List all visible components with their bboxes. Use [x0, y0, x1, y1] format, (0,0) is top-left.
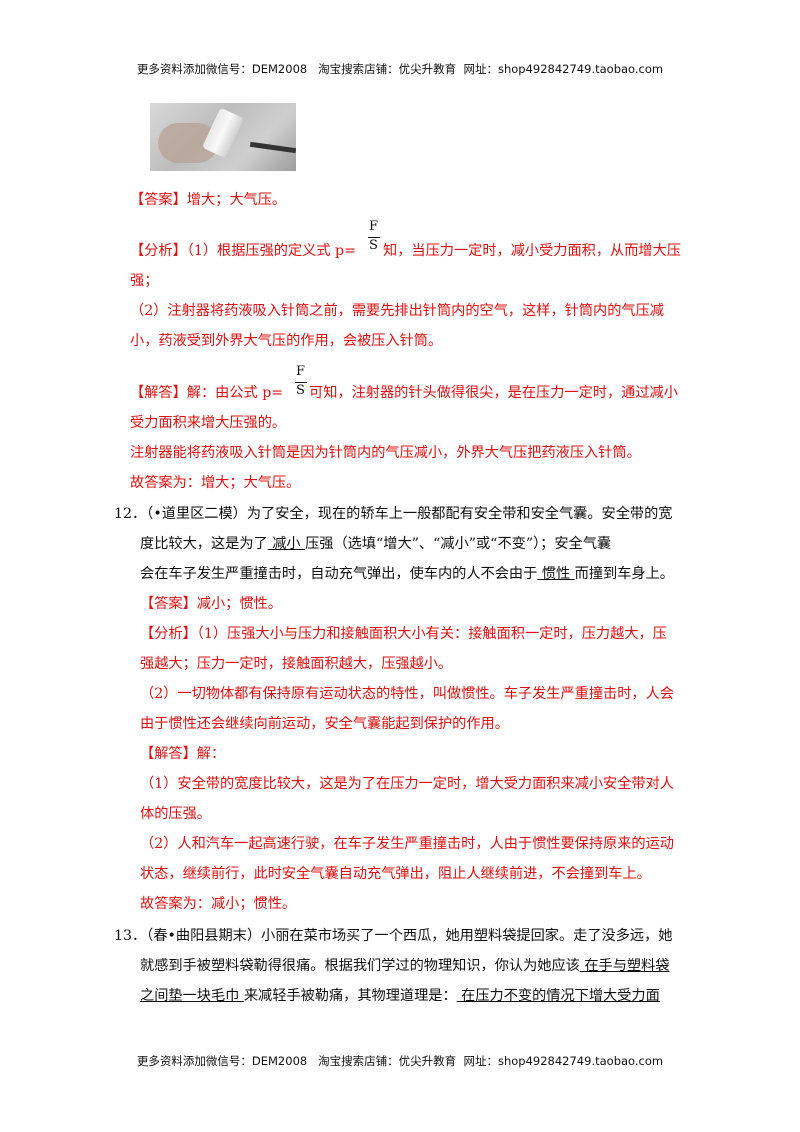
q12-question-line1: 12．（•道里区二模）为了安全，现在的轿车上一般都配有安全带和安全气囊。安全带的…	[114, 506, 673, 522]
q13-question-line2: 就感到手被塑料袋勒得很痛。根据我们学过的物理知识，你认为她应该 在手与塑料袋	[140, 956, 669, 976]
q11-analysis-1a: 【分析】（1）根据压强的定义式 p=	[130, 243, 357, 259]
q13-text: 来减轻手被勒痛，其物理道理是：	[243, 988, 457, 1004]
q12-question-line3: 会在车子发生严重撞击时，自动充气弹出，使车内的人不会由于 惯性 而撞到车身上。	[140, 564, 674, 584]
q12-final-answer: 故答案为：减小；惯性。	[140, 896, 297, 912]
page-header: 更多资料添加微信号：DEM2008 淘宝搜索店铺：优尖升教育 网址：shop49…	[136, 62, 664, 76]
q13-blank-2: 在压力不变的情况下增大受力面	[456, 988, 660, 1004]
q13-text: 就感到手被塑料袋勒得很痛。根据我们学过的物理知识，你认为她应该	[140, 958, 580, 974]
fraction-bar	[368, 237, 380, 238]
q11-solution-1c: 受力面积来增大压强的。	[130, 415, 287, 431]
q11-analysis-1b: 知，当压力一定时，减小受力面积，从而增大压	[383, 243, 681, 259]
q12-analysis-2: 强越大；压力一定时，接触面积越大，压强越小。	[140, 656, 453, 672]
q12-solution-1: （1）安全带的宽度比较大，这是为了在压力一定时，增大受力面积来减小安全带对人	[140, 776, 674, 792]
q13-blank-1a: 在手与塑料袋	[579, 958, 670, 974]
q12-solution-4: 状态，继续前行，此时安全气囊自动充气弹出，阻止人继续前进，不会撞到车上。	[140, 866, 651, 882]
fraction-numerator: F	[296, 364, 306, 379]
q12-text: 会在车子发生严重撞击时，自动充气弹出，使车内的人不会由于	[140, 566, 538, 582]
q12-blank-1: 减小	[267, 536, 306, 552]
q12-text: 而撞到车身上。	[574, 566, 674, 582]
q11-solution-2: 注射器能将药液吸入针筒是因为针筒内的气压减小，外界大气压把药液压入针筒。	[130, 445, 641, 461]
page-footer: 更多资料添加微信号：DEM2008 淘宝搜索店铺：优尖升教育 网址：shop49…	[136, 1054, 664, 1068]
q12-solution-head: 【解答】解：	[140, 746, 226, 762]
q12-text: 压强（选填“增大”、“减小”或“不变”）；安全气囊	[305, 536, 612, 552]
q11-solution-1a: 【解答】解：由公式 p=	[130, 385, 284, 401]
needle-shape	[249, 141, 296, 154]
q12-solution-3: （2）人和汽车一起高速行驶，在车子发生严重撞击时，人由于惯性要保持原来的运动	[140, 836, 674, 852]
q11-analysis-2a: （2）注射器将药液吸入针筒之前，需要先排出针筒内的空气，这样，针筒内的气压减	[130, 303, 664, 319]
fraction-numerator: F	[369, 219, 379, 234]
fraction-denominator: S	[369, 238, 378, 253]
q12-text: 度比较大，这是为了	[140, 536, 268, 552]
q12-analysis-3: （2）一切物体都有保持原有运动状态的特性，叫做惯性。车子发生严重撞击时，人会	[140, 686, 674, 702]
q13-question-line1: 13．（春•曲阳县期末）小丽在菜市场买了一个西瓜，她用塑料袋提回家。走了没多远，…	[114, 928, 673, 944]
vial-shape	[201, 107, 245, 159]
q13-blank-1b: 之间垫一块毛巾	[140, 988, 244, 1004]
fraction-bar	[295, 382, 307, 383]
q11-analysis-2b: 小，药液受到外界大气压的作用，会被压入针筒。	[130, 333, 443, 349]
q12-analysis-4: 由于惯性还会继续向前运动，安全气囊能起到保护的作用。	[140, 716, 509, 732]
q11-analysis-1c: 强；	[130, 273, 159, 289]
q12-answer: 【答案】减小；惯性。	[140, 596, 282, 612]
fraction-denominator: S	[296, 383, 305, 398]
q11-final-answer: 故答案为：增大；大气压。	[130, 475, 301, 491]
q12-analysis-1: 【分析】（1）压强大小与压力和接触面积大小有关：接触面积一定时，压力越大，压	[140, 626, 667, 642]
q11-solution-1b: 可知，注射器的针头做得很尖，是在压力一定时，通过减小	[309, 385, 678, 401]
q12-question-line2: 度比较大，这是为了 减小 压强（选填“增大”、“减小”或“不变”）；安全气囊	[140, 534, 611, 554]
q12-blank-2: 惯性	[537, 566, 575, 582]
q13-question-line3: 之间垫一块毛巾 来减轻手被勒痛，其物理道理是： 在压力不变的情况下增大受力面	[140, 986, 660, 1006]
q11-answer: 【答案】增大；大气压。	[130, 192, 287, 208]
q12-solution-2: 体的压强。	[140, 806, 211, 822]
syringe-photo	[150, 103, 296, 171]
